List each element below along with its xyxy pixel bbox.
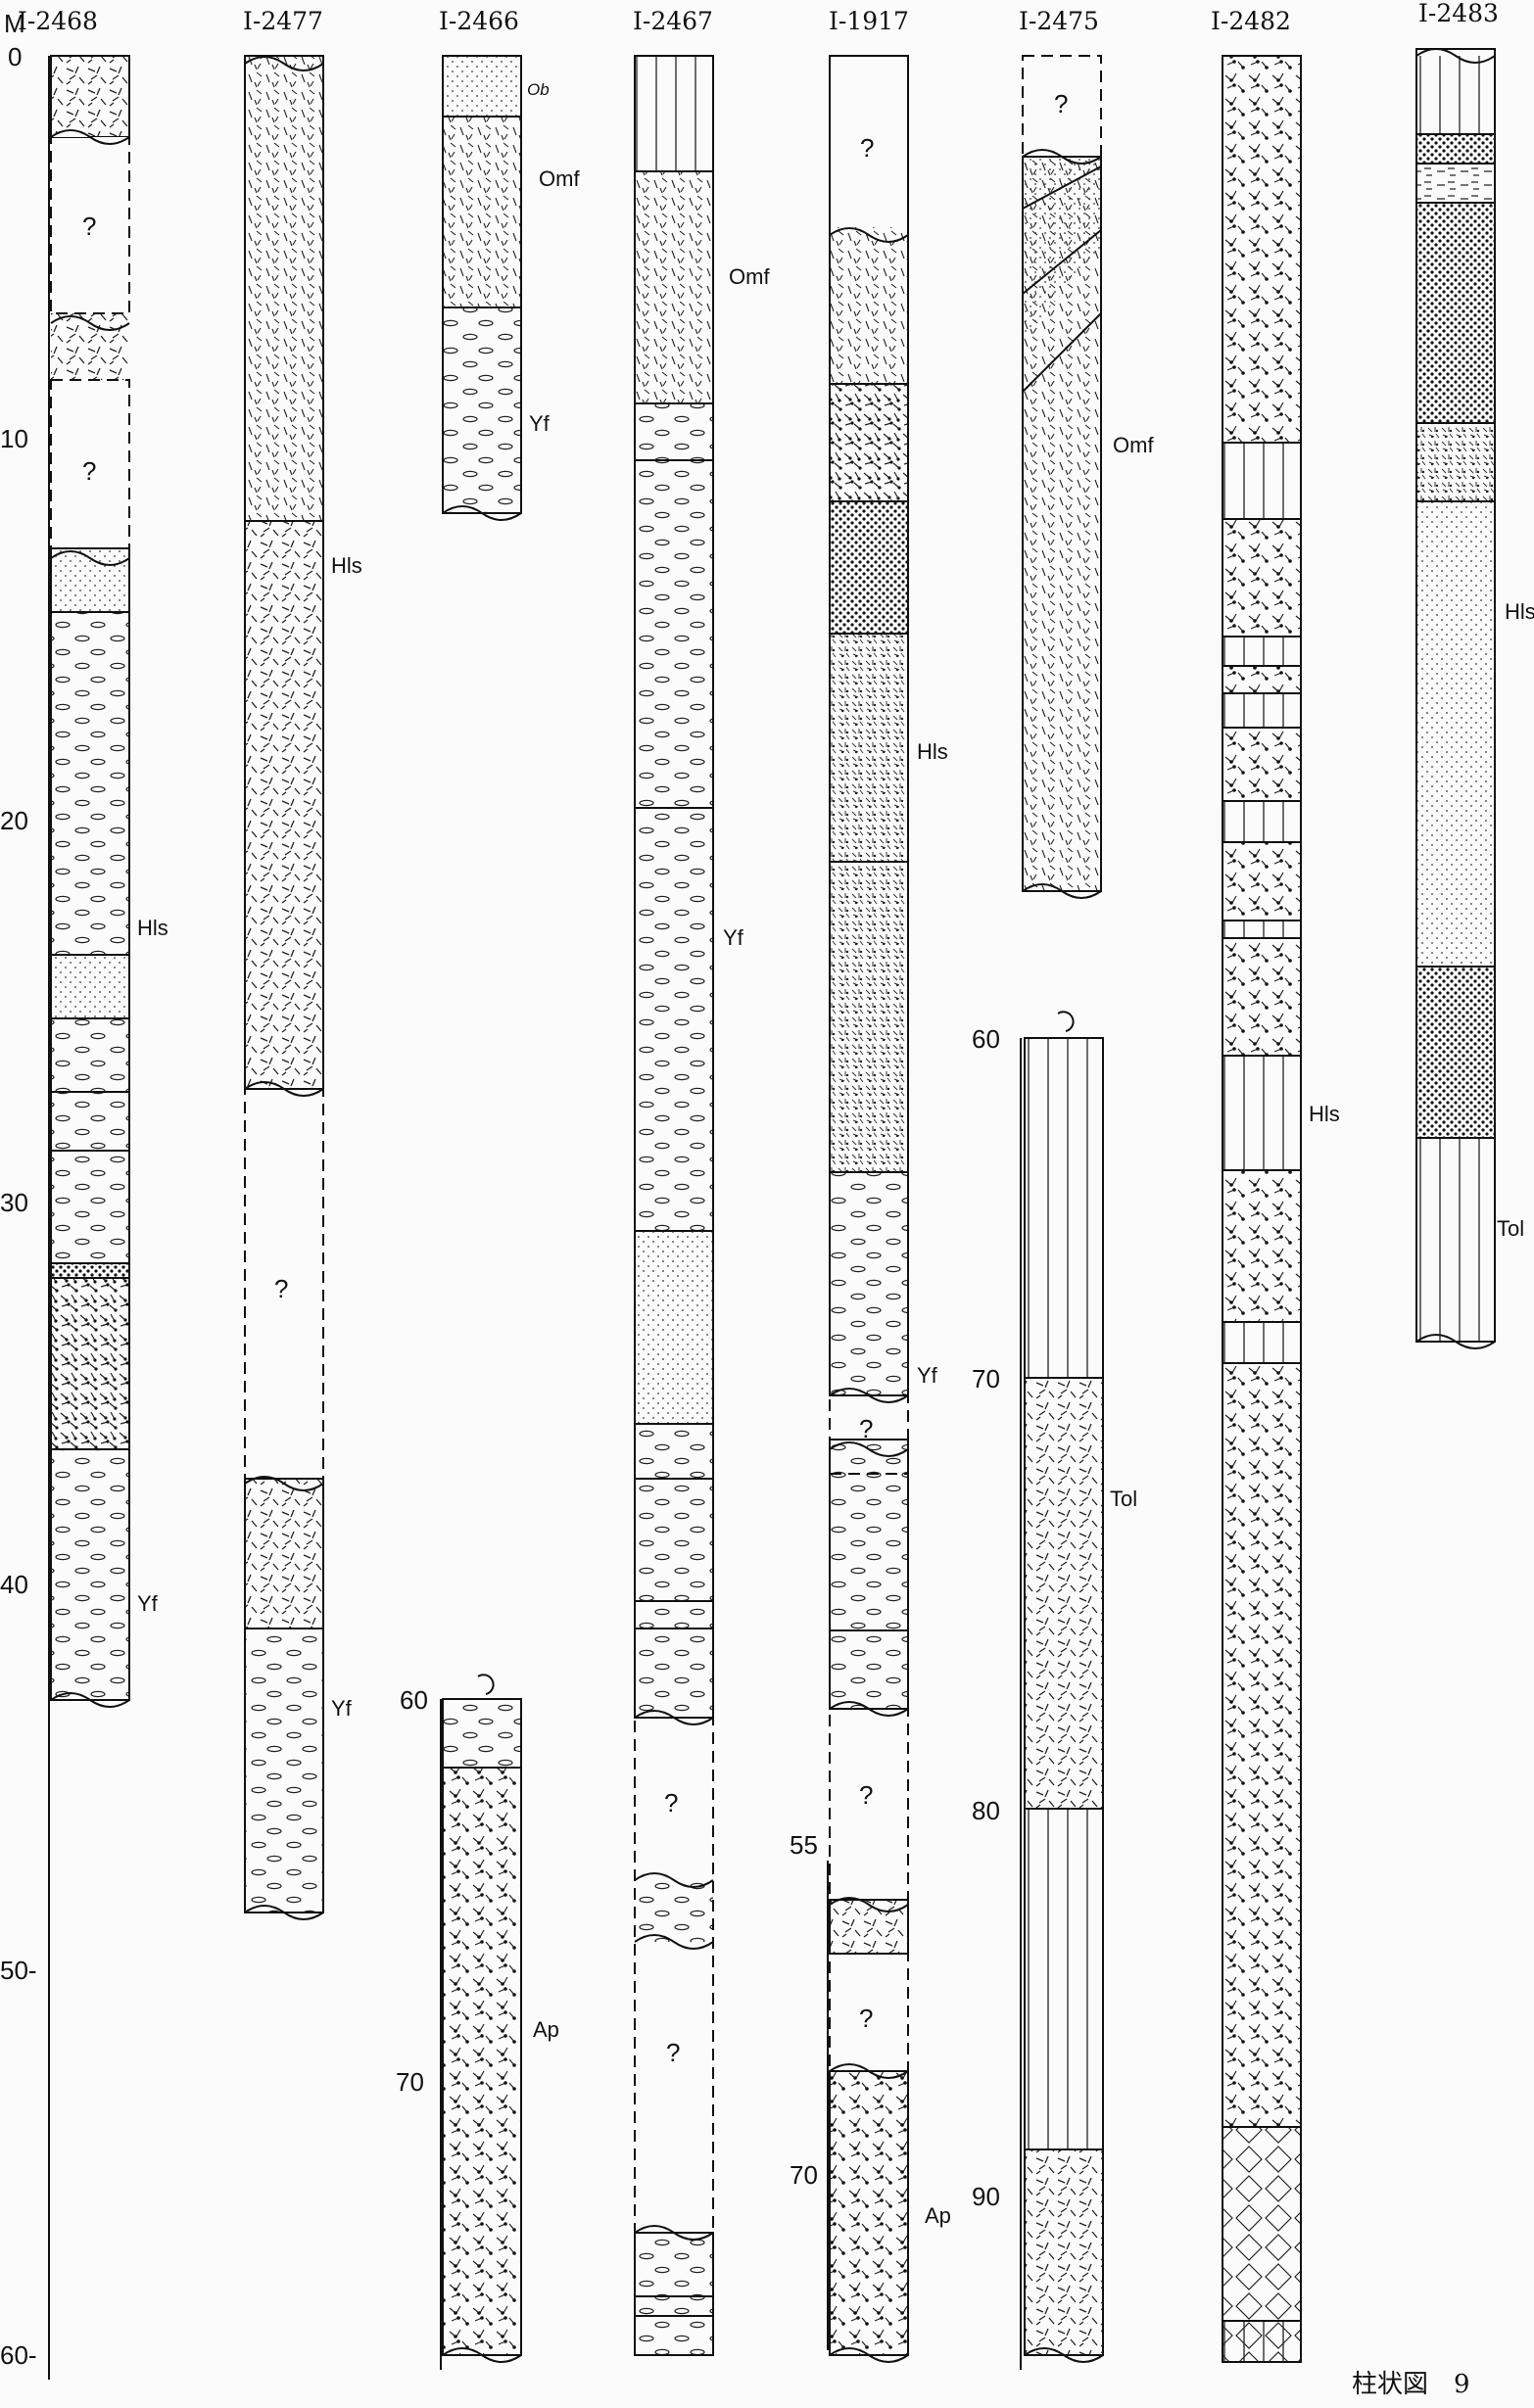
axis-tick-40: 40: [0, 1570, 28, 1599]
unknown-mark: ?: [859, 1414, 873, 1443]
column-header: I-2482: [1211, 7, 1291, 35]
unit-label: Omf: [539, 166, 580, 191]
column-i-2477: I-2477 Hls ? Yf: [243, 7, 362, 1920]
column-i-2475: I-2475 ? Omf 60 70 80 90 Tol: [972, 7, 1154, 2370]
unit-label: Omf: [1113, 433, 1154, 457]
unit-label: Omf: [729, 264, 770, 289]
unit-label: Yf: [917, 1363, 938, 1388]
unit-label: Hls: [917, 739, 948, 764]
unknown-mark: ?: [274, 1274, 288, 1303]
column-header: I-2477: [243, 7, 323, 35]
column-i-2466: I-2466 Ob Omf Yf 60 70 Ap: [396, 7, 580, 2370]
unit-label: Hls: [1505, 599, 1534, 624]
axis-tick-10: 10: [0, 424, 28, 453]
column-i-2482: I-2482 Hls: [1211, 7, 1340, 2363]
inset-tick: 55: [790, 1830, 818, 1860]
column-header: I-2466: [439, 7, 519, 35]
inset-tick: 90: [972, 2182, 1000, 2211]
unknown-mark: ?: [664, 1788, 678, 1818]
unit-label: Ap: [533, 2017, 559, 2042]
axis-tick-30: 30: [0, 1188, 28, 1217]
unit-label: Yf: [723, 925, 744, 950]
inset-tick: 70: [396, 2067, 424, 2097]
column-header: I-2467: [633, 7, 713, 35]
unit-label: Hls: [331, 553, 362, 578]
axis-tick-20: 20: [0, 806, 28, 835]
column-i-2483: I-2483 Hls Tol: [1415, 0, 1534, 1349]
unit-label: Yf: [331, 1696, 353, 1721]
column-header: I-2468: [18, 7, 98, 35]
inset-tick: 60: [400, 1685, 428, 1715]
column-header: I-2475: [1019, 7, 1099, 35]
unknown-mark: ?: [666, 2038, 680, 2067]
column-i-2467: I-2467 Omf Yf ? ?: [633, 7, 770, 2356]
unknown-mark: ?: [1054, 89, 1068, 118]
inset-tick: 70: [972, 1364, 1000, 1393]
unknown-mark: ?: [859, 1780, 873, 1810]
unit-label: Hls: [1309, 1102, 1340, 1126]
axis-tick-60: 60-: [0, 2340, 37, 2370]
unit-label: Yf: [529, 411, 551, 436]
unit-label: Ob: [527, 80, 550, 99]
unit-label: Yf: [137, 1591, 159, 1616]
unit-label: Tol: [1497, 1216, 1524, 1241]
inset-tick: 70: [790, 2160, 818, 2190]
axis-tick-50: 50-: [0, 1956, 37, 1985]
axis-tick-0: 0: [8, 42, 22, 71]
inset-tick: 60: [972, 1024, 1000, 1054]
inset-tick: 80: [972, 1796, 1000, 1825]
unknown-mark: ?: [859, 2004, 873, 2033]
column-header: I-2483: [1418, 0, 1499, 27]
depth-unit-label: M: [4, 9, 25, 38]
unit-label: Tol: [1110, 1487, 1137, 1511]
unknown-mark: ?: [82, 212, 96, 241]
unknown-mark: ?: [860, 133, 874, 163]
unit-label: Hls: [137, 916, 168, 940]
figure-caption: 柱状図 9: [1352, 2370, 1470, 2399]
depth-axis: M 0 10 20 30 40 50- 60-: [0, 9, 50, 2380]
column-i-1917: I-1917 ? Hls Yf ? ? ? Ap: [790, 7, 951, 2363]
column-header: I-1917: [829, 7, 909, 35]
unknown-mark: ?: [82, 456, 96, 486]
unit-label: Ap: [925, 2203, 951, 2228]
column-i-2468: I-2468 ? ? Hls Yf: [18, 7, 168, 1708]
